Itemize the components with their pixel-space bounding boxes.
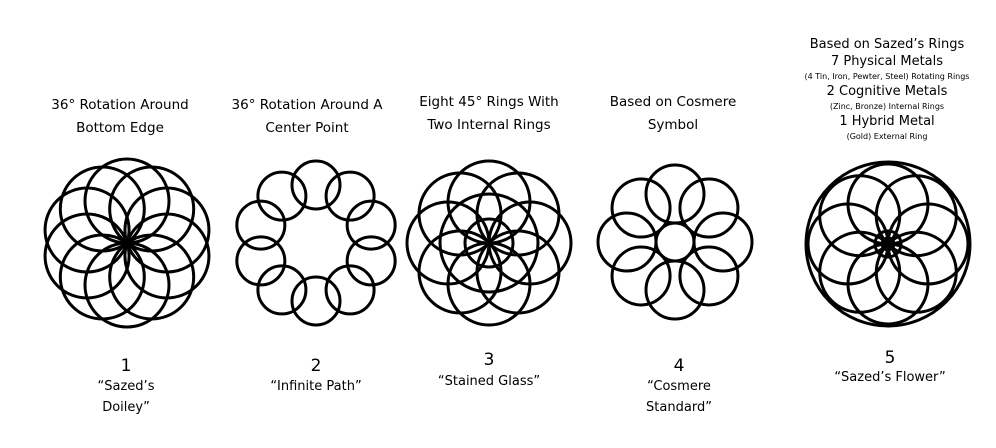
glass-internal-ring [438,192,540,294]
design-5-name: “Sazed’s Flower” [834,367,945,388]
flower-internal-ring [880,236,896,252]
design-2-number: 2 [310,356,322,376]
glass-internal-ring [463,217,515,269]
path-ring [235,235,287,287]
design-4-number: 4 [673,356,685,376]
sazeds-flower-figure [804,160,972,328]
design-1-description-line-1: 36° Rotation Around [51,97,189,113]
design-5-description-line-5: (Zinc, Bronze) Internal Rings [829,102,945,111]
design-4-description-line-1: Based on Cosmere [609,94,737,110]
glass-ring [417,171,503,257]
path-ring [290,275,342,327]
path-ring [256,170,308,222]
path-ring [324,264,376,316]
cosmere-standard-figure [596,163,754,321]
design-5-number: 5 [884,348,896,368]
design-1-name-line-2: Doiley” [102,400,150,415]
flower-outer-ring [804,160,972,328]
design-3-description-line-2: Two Internal Rings [427,117,551,133]
design-5-description-line-2: 7 Physical Metals [830,54,944,69]
design-2-description-line-2: Center Point [265,120,349,136]
design-5-description-line-7: (Gold) External Ring [846,132,928,141]
design-1-name-line-1: “Sazed’s [97,379,155,394]
design-5-description-line-4: 2 Cognitive Metals [826,84,948,99]
design-2-name: “Infinite Path” [270,376,361,397]
design-3-name: “Stained Glass” [438,371,540,392]
cosmere-ring [678,177,740,239]
design-1-number: 1 [120,356,132,376]
doiley-ring [43,186,131,274]
cosmere-center-ring [654,221,696,263]
design-5-description: Based on Sazed’s Rings 7 Physical Metals… [805,36,970,143]
flower-internal-ring [873,229,903,259]
design-4-name: “Cosmere Standard” [646,376,712,418]
cosmere-ring [678,245,740,307]
design-3-description: Eight 45° Rings With Two Internal Rings [419,91,558,137]
cosmere-ring [610,177,672,239]
design-4-description-line-2: Symbol [647,117,699,133]
cosmere-ring [596,211,658,273]
design-1-name: “Sazed’s Doiley” [98,376,155,418]
cosmere-ring [644,163,706,225]
design-5-description-line-1: Based on Sazed’s Rings [809,37,965,52]
path-ring [345,199,397,251]
sazeds-doiley-figure [43,157,211,329]
doiley-ring [58,165,146,253]
design-2-name-line-1: “Infinite Path” [270,379,362,394]
doiley-ring [83,157,171,245]
design-4-name-line-2: Standard” [646,400,712,415]
flower-ring [818,174,902,258]
cosmere-ring [610,245,672,307]
path-ring [256,264,308,316]
cosmere-ring [692,211,754,273]
doiley-ring [43,212,131,300]
path-ring [324,170,376,222]
design-5-description-line-6: 1 Hybrid Metal [839,114,935,129]
doiley-ring [58,233,146,321]
design-1-description: 36° Rotation Around Bottom Edge [51,94,188,140]
design-4-description: Based on Cosmere Symbol [610,91,737,137]
design-5-name-line-1: “Sazed’s Flower” [834,370,946,385]
design-4-name-line-1: “Cosmere [647,379,711,394]
design-1-description-line-2: Bottom Edge [76,120,164,136]
design-5-description-line-3: (4 Tin, Iron, Pewter, Steel) Rotating Ri… [804,72,970,81]
infinite-path-figure [235,159,397,327]
cosmere-ring [644,259,706,321]
path-ring [290,159,342,211]
design-3-name-line-1: “Stained Glass” [437,374,541,389]
design-3-number: 3 [483,350,495,370]
doiley-ring [83,241,171,329]
design-2-description: 36° Rotation Around A Center Point [232,94,383,140]
path-ring [345,235,397,287]
design-2-description-line-1: 36° Rotation Around A [231,97,383,113]
stained-glass-figure [405,159,573,327]
design-3-description-line-1: Eight 45° Rings With [419,94,559,110]
path-ring [235,199,287,251]
